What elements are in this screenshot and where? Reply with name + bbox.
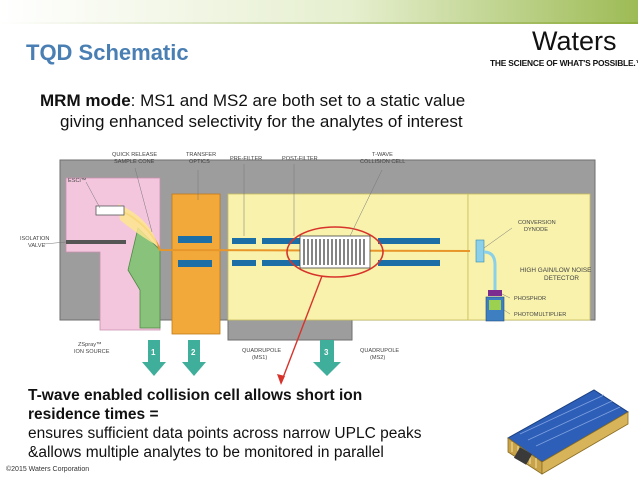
- label-transfer-1: TRANSFER: [186, 152, 216, 158]
- label-quad2-1: QUADRUPOLE: [360, 348, 399, 354]
- photomultiplier-window: [489, 300, 501, 310]
- label-phosphor: PHOSPHOR: [514, 296, 546, 302]
- collision-cell-component-image: [507, 389, 629, 475]
- ion-spray-plume: [118, 204, 158, 246]
- label-detector-2: DETECTOR: [544, 275, 579, 282]
- label-leader-lines: [43, 164, 513, 315]
- label-quad1-2: (MS1): [252, 355, 267, 361]
- esci-probe: [95, 205, 125, 216]
- isolation-valve: [66, 240, 126, 244]
- slide-title: TQD Schematic: [26, 40, 189, 65]
- pump-arrow-2: 2: [182, 340, 206, 376]
- mrm-line-2: giving enhanced selectivity for the anal…: [60, 112, 463, 131]
- transfer-optics-lens-top: [178, 236, 212, 243]
- label-conversion-1: CONVERSION: [518, 220, 556, 226]
- prefilter-rod-bottom: [232, 260, 256, 266]
- pump-arrow-3: 3: [313, 340, 341, 376]
- label-isolation-valve-2: VALVE: [28, 243, 45, 249]
- mrm-mode-label: MRM mode: [40, 91, 131, 110]
- caption-bold-line-1: T-wave enabled collision cell allows sho…: [28, 387, 363, 404]
- label-twave-1: T-WAVE: [372, 152, 393, 158]
- label-photomultiplier: PHOTOMULTIPLIER: [514, 312, 566, 318]
- conversion-dynode: [475, 239, 485, 263]
- collision-cell-highlight: [286, 226, 384, 278]
- pump-number-2: 2: [191, 348, 196, 357]
- pump-arrow-1: 1: [142, 340, 166, 376]
- caption-line-4: &allows multiple analytes to be monitore…: [28, 444, 384, 461]
- logo-tagline: THE SCIENCE OF WHAT'S POSSIBLE.™: [490, 58, 638, 68]
- highlight-pointer-arrow: [280, 275, 323, 384]
- label-esci: ESCi™: [68, 178, 86, 184]
- twave-caption: T-wave enabled collision cell allows sho…: [28, 386, 498, 462]
- highlight-pointer-arrowhead: [277, 374, 285, 385]
- ms2-quadrupole-rod-top: [378, 238, 440, 244]
- label-transfer-2: OPTICS: [189, 159, 210, 165]
- top-accent-bar: [0, 0, 638, 22]
- label-twave-2: COLLISION CELL: [360, 159, 405, 165]
- pump-number-1: 1: [151, 348, 156, 357]
- ms1-quadrupole-rod-top: [262, 238, 314, 244]
- mrm-line-1: MRM mode: MS1 and MS2 are both set to a …: [38, 90, 578, 111]
- label-postfilter: POST-FILTER: [282, 156, 318, 162]
- label-quick-release-1: QUICK RELEASE: [112, 152, 157, 158]
- pump-number-3: 3: [324, 348, 329, 357]
- waters-logo: Waters THE SCIENCE OF WHAT'S POSSIBLE.™: [490, 26, 638, 70]
- label-conversion-2: DYNODE: [524, 227, 548, 233]
- label-zspray-1: ZSpray™: [78, 342, 102, 348]
- ms2-quadrupole-rod-bottom: [378, 260, 440, 266]
- mrm-line-1-rest: : MS1 and MS2 are both set to a static v…: [130, 91, 466, 110]
- twave-electrodes: [303, 239, 365, 265]
- label-quick-release-2: SAMPLE CONE: [114, 159, 155, 165]
- transfer-optics-lens-bottom: [178, 260, 212, 267]
- label-prefilter: PRE-FILTER: [230, 156, 262, 162]
- logo-wordmark: Waters: [532, 26, 617, 56]
- label-detector-1: HIGH GAIN/LOW NOISE: [520, 267, 591, 274]
- tqd-schematic-diagram: 1 2 3 ESCi™ ISOLATION VALVE QUICK RELEAS…: [20, 152, 596, 385]
- caption-line-3: ensures sufficient data points across na…: [28, 425, 422, 442]
- label-isolation-valve-1: ISOLATION: [20, 236, 49, 242]
- label-zspray-2: ION SOURCE: [74, 349, 110, 355]
- top-accent-line: [0, 22, 638, 24]
- prefilter-rod-top: [232, 238, 256, 244]
- ms1-quadrupole-rod-bottom: [262, 260, 314, 266]
- label-quad2-2: (MS2): [370, 355, 385, 361]
- detector-path: [483, 250, 497, 290]
- phosphor: [488, 290, 502, 296]
- copyright-notice: ©2015 Waters Corporation: [6, 466, 90, 473]
- mrm-description: MRM mode: MS1 and MS2 are both set to a …: [38, 90, 578, 132]
- label-quad1-1: QUADRUPOLE: [242, 348, 281, 354]
- caption-bold-line-2: residence times =: [28, 406, 159, 423]
